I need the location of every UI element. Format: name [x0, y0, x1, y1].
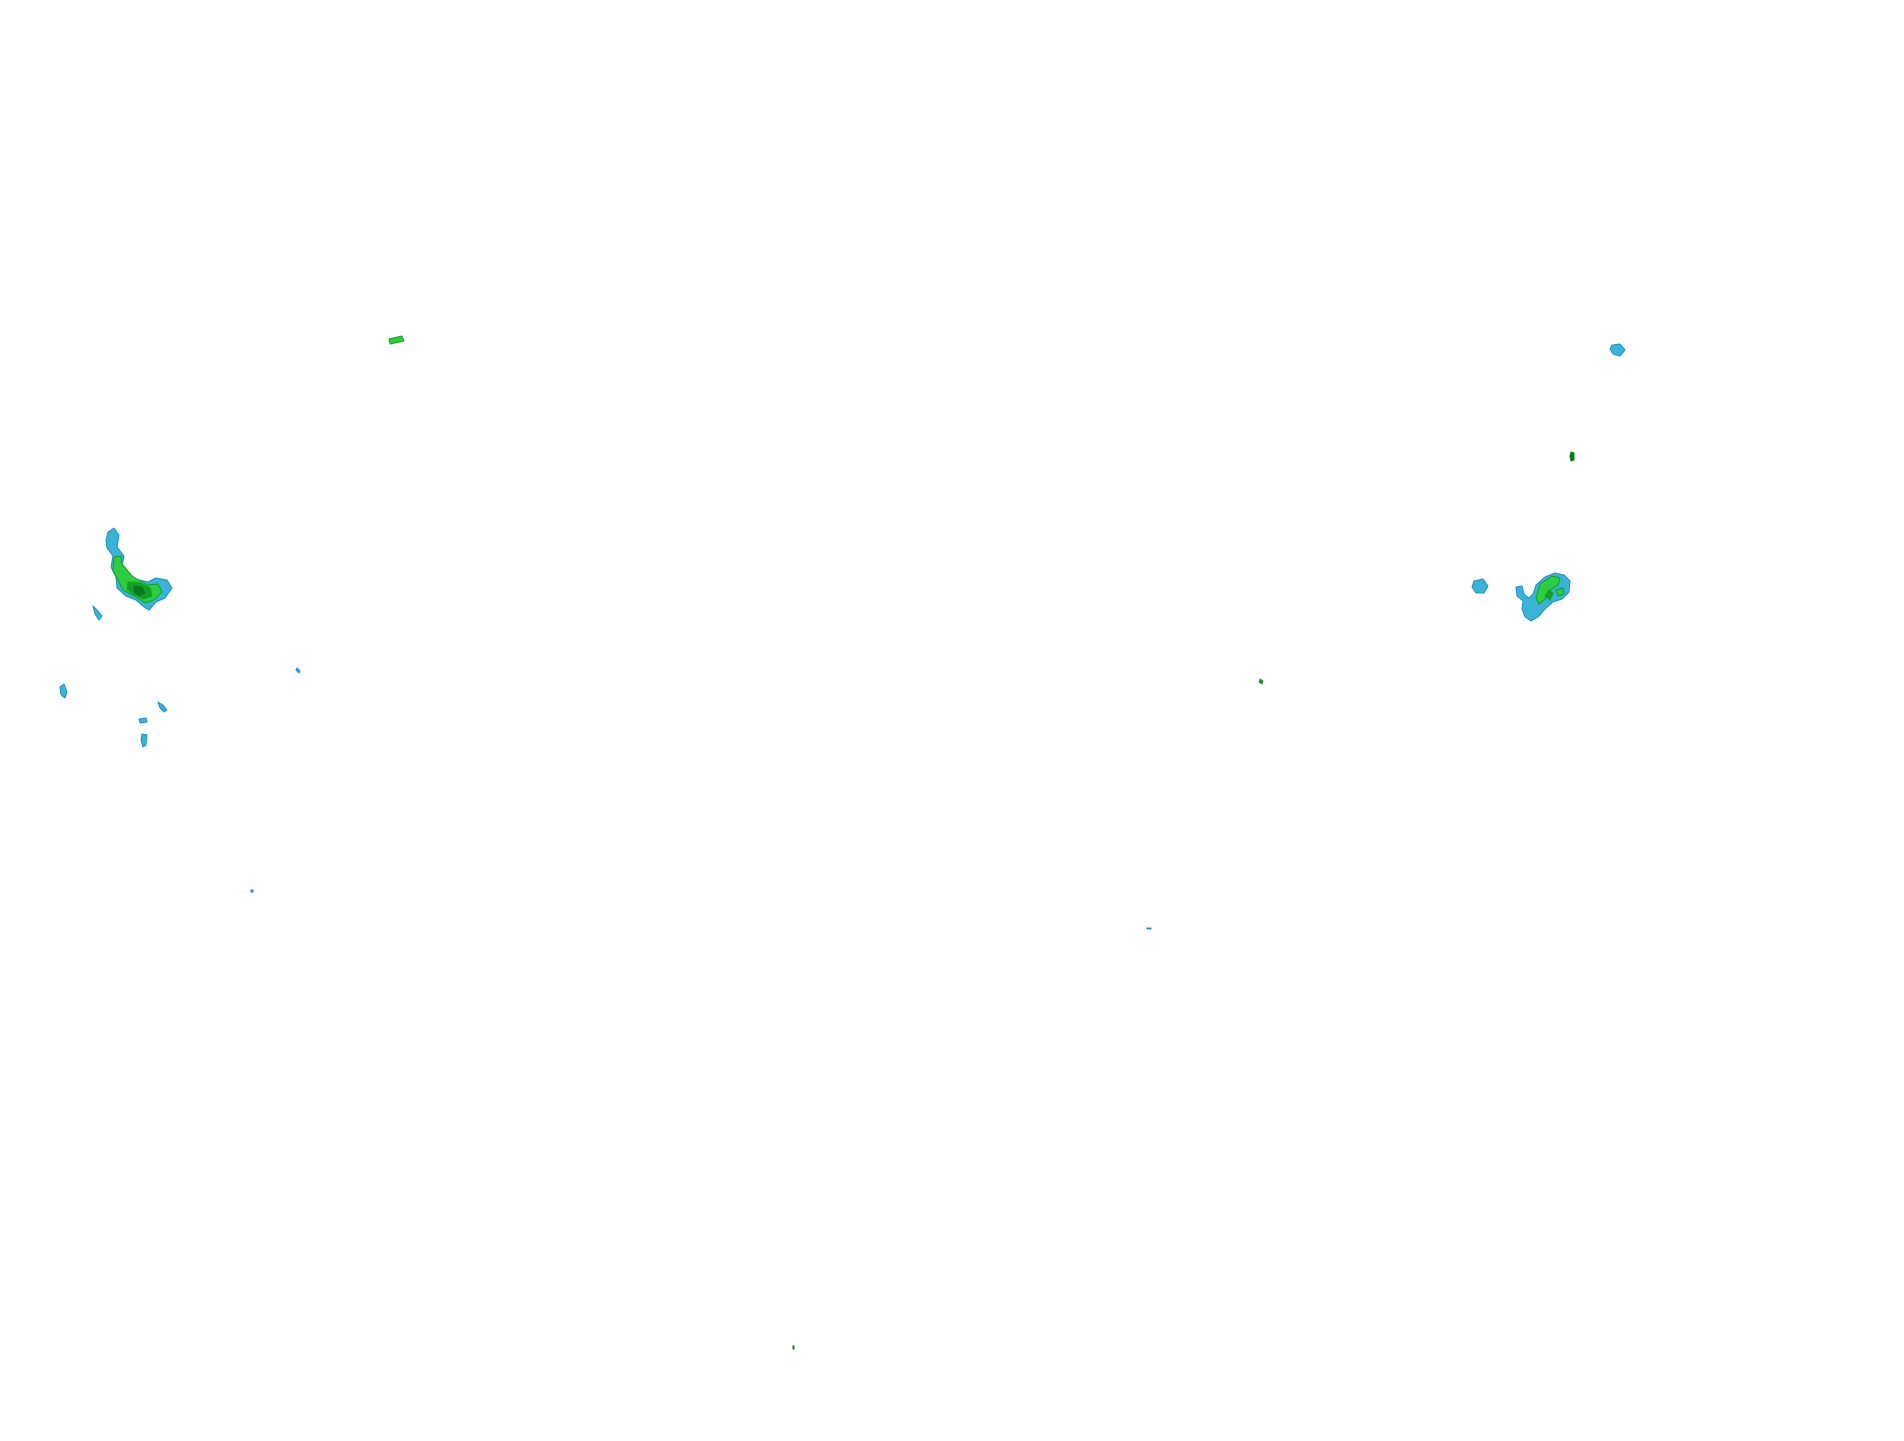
echo-cell-west-speck-2 [250, 889, 254, 893]
echo-cell-east-speck [1258, 678, 1264, 685]
echo-cell-west-main [105, 527, 173, 611]
echo-cell-west-fragment-1 [92, 605, 103, 621]
echo-cell-east-small [1471, 578, 1489, 594]
echo-cell-west-speck-1 [295, 667, 301, 674]
echo-cell-far-south-speck [792, 1345, 795, 1350]
echo-cell-west-fragment-3 [157, 701, 168, 713]
echo-cell-west-fragment-5 [140, 733, 148, 748]
echo-cell-north-east [1609, 343, 1626, 357]
echo-cell-north-west-streak [388, 335, 405, 345]
echo-cell-south-speck [1146, 927, 1152, 930]
echo-cell-east-main [1515, 572, 1571, 622]
echo-cell-west-fragment-4 [138, 717, 148, 724]
echo-cell-west-fragment-2 [59, 683, 68, 699]
echo-cell-east-green-dot [1569, 451, 1575, 462]
